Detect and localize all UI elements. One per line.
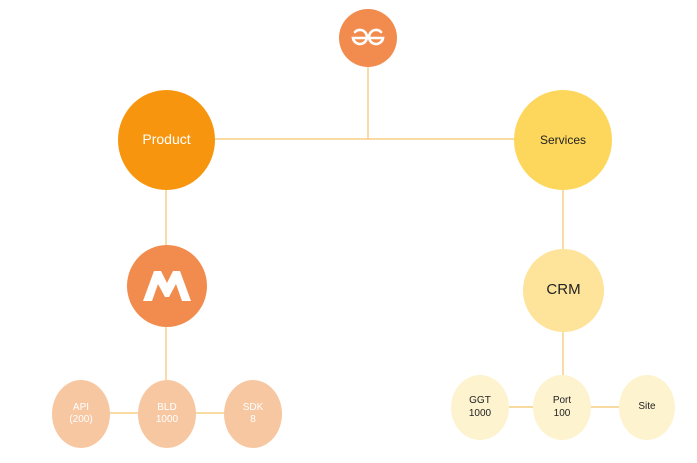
gfg-logo-icon bbox=[351, 28, 385, 46]
leaf-api-line1: API bbox=[72, 401, 90, 413]
leaf-bld-line2: 1000 bbox=[155, 414, 179, 425]
leaf-bld[interactable]: BLD 1000 bbox=[138, 380, 196, 448]
leaf-bld-line1: BLD bbox=[157, 401, 177, 413]
leaf-api-line2: (200) bbox=[69, 414, 93, 425]
leaf-sdk-line1: SDK bbox=[242, 401, 264, 413]
product-node[interactable]: Product bbox=[118, 90, 215, 190]
m-logo-node[interactable] bbox=[127, 245, 207, 327]
crm-node[interactable]: CRM bbox=[523, 249, 604, 332]
leaf-port[interactable]: Port 100 bbox=[533, 375, 591, 440]
root-node[interactable] bbox=[339, 9, 397, 67]
leaf-ggt-line1: GGT bbox=[469, 395, 491, 406]
leaf-ggt-line2: 1000 bbox=[468, 407, 492, 419]
product-label: Product bbox=[142, 131, 191, 148]
leaf-port-line2: 100 bbox=[553, 407, 571, 419]
leaf-ggt[interactable]: GGT 1000 bbox=[451, 375, 509, 440]
m-logo-icon bbox=[143, 271, 191, 301]
leaf-site-line1: Site bbox=[638, 401, 656, 413]
services-node[interactable]: Services bbox=[514, 90, 612, 190]
leaf-sdk[interactable]: SDK 8 bbox=[224, 380, 282, 448]
leaf-sdk-line2: 8 bbox=[250, 414, 256, 425]
leaf-port-line1: Port bbox=[552, 395, 572, 406]
leaf-site[interactable]: Site bbox=[619, 375, 675, 440]
services-label: Services bbox=[539, 132, 586, 147]
leaf-api[interactable]: API (200) bbox=[52, 380, 110, 448]
crm-label: CRM bbox=[546, 281, 581, 299]
